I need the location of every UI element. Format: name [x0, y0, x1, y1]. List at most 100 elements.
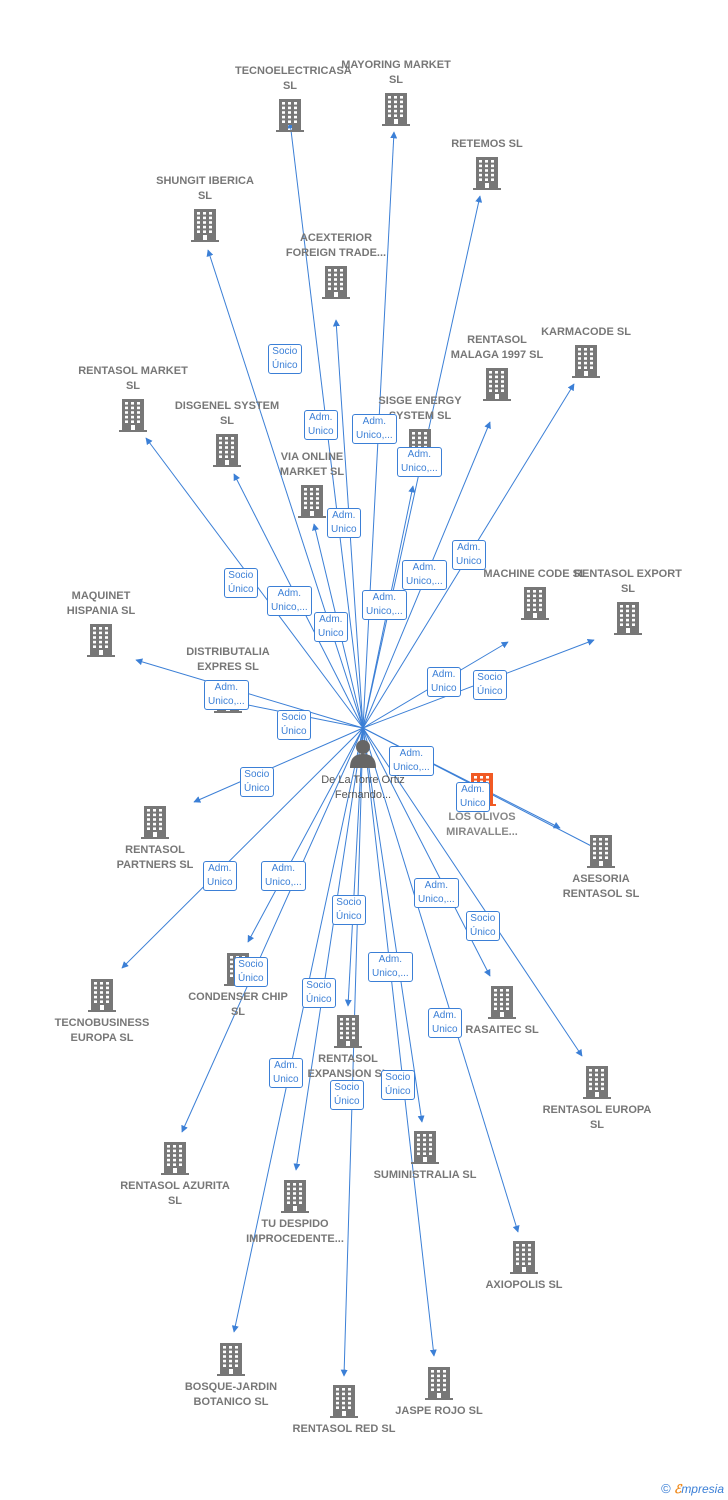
building-icon: [330, 1385, 358, 1418]
company-node-export[interactable]: RENTASOL EXPORT SL: [568, 567, 688, 635]
building-icon: [411, 1131, 439, 1164]
edge-shungit: [206, 249, 364, 729]
company-label: MACHINE CODE SL: [483, 568, 587, 580]
company-label: JASPE ROJO SL: [395, 1405, 483, 1417]
relation-label-olivos: Adm.Unico,...: [389, 746, 434, 776]
company-label: SISGE ENERGY SYSTEM SL: [378, 395, 462, 422]
company-node-viaonline[interactable]: VIA ONLINE MARKET SL: [252, 450, 372, 518]
company-node-axiopolis[interactable]: AXIOPOLIS SL: [464, 1240, 584, 1293]
company-node-expansion[interactable]: RENTASOL EXPANSION SL: [288, 1014, 408, 1082]
company-label: SUMINISTRALIA SL: [373, 1169, 477, 1181]
relation-label-disgenel: Adm.Unico,...: [267, 586, 312, 616]
building-icon: [583, 1066, 611, 1099]
relation-label-condenser: Adm.Unico,...: [261, 861, 306, 891]
relation-label-mayoring: Adm.Unico,...: [352, 414, 397, 444]
edge-partners: [193, 727, 364, 803]
relation-label-maquinet: Adm.Unico,...: [204, 680, 249, 710]
relation-label-karmacode: Adm.Unico: [452, 540, 486, 570]
company-node-karmacode[interactable]: KARMACODE SL: [526, 325, 646, 378]
company-label: RENTASOL EXPORT SL: [574, 568, 682, 595]
company-node-machine[interactable]: MACHINE CODE SL: [475, 567, 595, 620]
edge-red: [340, 727, 364, 1377]
building-icon: [614, 602, 642, 635]
edge-expansion: [344, 727, 364, 1007]
center-person[interactable]: De La Torre Ortiz Fernando...: [303, 738, 423, 803]
relation-label-axiopolis: Adm.Unico: [428, 1008, 462, 1038]
relation-label-sisge: Adm.Unico,...: [362, 590, 407, 620]
company-node-bosque[interactable]: BOSQUE-JARDIN BOTANICO SL: [171, 1342, 291, 1410]
relation-label-malaga: Adm.Unico,...: [402, 560, 447, 590]
company-node-despido[interactable]: TU DESPIDO IMPROCEDENTE...: [235, 1179, 355, 1247]
company-node-rasaitec[interactable]: RASAITEC SL: [442, 985, 562, 1038]
relation-label-machine: Adm.Unico: [427, 667, 461, 697]
building-icon: [322, 266, 350, 299]
company-node-azurita[interactable]: RENTASOL AZURITA SL: [115, 1141, 235, 1209]
company-node-asesoria[interactable]: ASESORIA RENTASOL SL: [541, 834, 661, 902]
company-label: DISGENEL SYSTEM SL: [174, 400, 280, 427]
company-label: LOS OLIVOS MIRAVALLE...: [446, 811, 518, 838]
person-icon: [350, 740, 376, 768]
company-label: CONDENSER CHIP SL: [188, 991, 288, 1018]
building-icon: [488, 986, 516, 1019]
company-node-retemos[interactable]: RETEMOS SL: [427, 137, 547, 190]
edge-maquinet: [135, 658, 364, 729]
relation-label-bosque: Adm.Unico: [269, 1058, 303, 1088]
relation-label-viaonline: Adm.Unico: [314, 612, 348, 642]
building-icon: [521, 587, 549, 620]
building-icon: [510, 1241, 538, 1274]
company-node-tecnobusiness[interactable]: TECNOBUSINESS EUROPA SL: [42, 978, 162, 1046]
company-node-disgenel[interactable]: DISGENEL SYSTEM SL: [167, 399, 287, 467]
building-icon: [572, 345, 600, 378]
company-label: RASAITEC SL: [465, 1024, 539, 1036]
company-label: BOSQUE-JARDIN BOTANICO SL: [184, 1381, 278, 1408]
company-node-suministralia[interactable]: SUMINISTRALIA SL: [365, 1130, 485, 1183]
company-label: RENTASOL RED SL: [292, 1423, 396, 1435]
company-label: AXIOPOLIS SL: [485, 1279, 563, 1291]
company-label: ASESORIA RENTASOL SL: [562, 873, 640, 900]
building-icon: [276, 99, 304, 132]
company-label: RENTASOL AZURITA SL: [120, 1180, 230, 1207]
company-label: KARMACODE SL: [541, 326, 631, 338]
company-node-tecno[interactable]: TECNOELECTRICASA SL: [230, 64, 352, 132]
center-person-label: De La Torre Ortiz Fernando...: [321, 774, 405, 801]
relation-label-tecno: Adm.Unico: [304, 410, 338, 440]
company-node-jaspe[interactable]: JASPE ROJO SL: [379, 1366, 499, 1419]
company-label: MAYORING MARKET SL: [341, 59, 451, 86]
company-label: SHUNGIT IBERICA SL: [156, 175, 254, 202]
company-node-europa[interactable]: RENTASOL EUROPA SL: [537, 1065, 657, 1133]
brand-logo-text: mpresia: [681, 1482, 724, 1496]
edge-tecnobusiness: [121, 727, 364, 969]
company-label: RENTASOL EUROPA SL: [542, 1104, 652, 1131]
company-node-red[interactable]: RENTASOL RED SL: [284, 1384, 404, 1437]
edge-despido: [293, 727, 364, 1171]
building-icon: [161, 1142, 189, 1175]
company-node-acexterior[interactable]: ACEXTERIOR FOREIGN TRADE...: [276, 231, 396, 299]
company-label: TU DESPIDO IMPROCEDENTE...: [246, 1218, 344, 1245]
edge-suministralia: [362, 727, 425, 1123]
company-node-partners[interactable]: RENTASOL PARTNERS SL: [95, 805, 215, 873]
company-label: RENTASOL EXPANSION SL: [307, 1053, 389, 1080]
company-node-market[interactable]: RENTASOL MARKET SL: [73, 364, 193, 432]
company-node-maquinet[interactable]: MAQUINET HISPANIA SL: [41, 589, 161, 657]
relation-label-acexterior: Adm.Unico: [327, 508, 361, 538]
building-icon: [213, 434, 241, 467]
edge-jaspe: [362, 727, 437, 1357]
company-node-shungit[interactable]: SHUNGIT IBERICA SL: [145, 174, 265, 242]
building-icon: [217, 1343, 245, 1376]
building-icon: [587, 835, 615, 868]
company-node-mayoring[interactable]: MAYORING MARKET SL: [336, 58, 456, 126]
relation-label-asesoria: Adm.Unico: [456, 782, 490, 812]
company-node-malaga[interactable]: RENTASOL MALAGA 1997 SL: [437, 333, 557, 401]
building-icon: [483, 368, 511, 401]
edge-axiopolis: [362, 727, 520, 1233]
copyright-symbol: ©: [661, 1481, 671, 1496]
